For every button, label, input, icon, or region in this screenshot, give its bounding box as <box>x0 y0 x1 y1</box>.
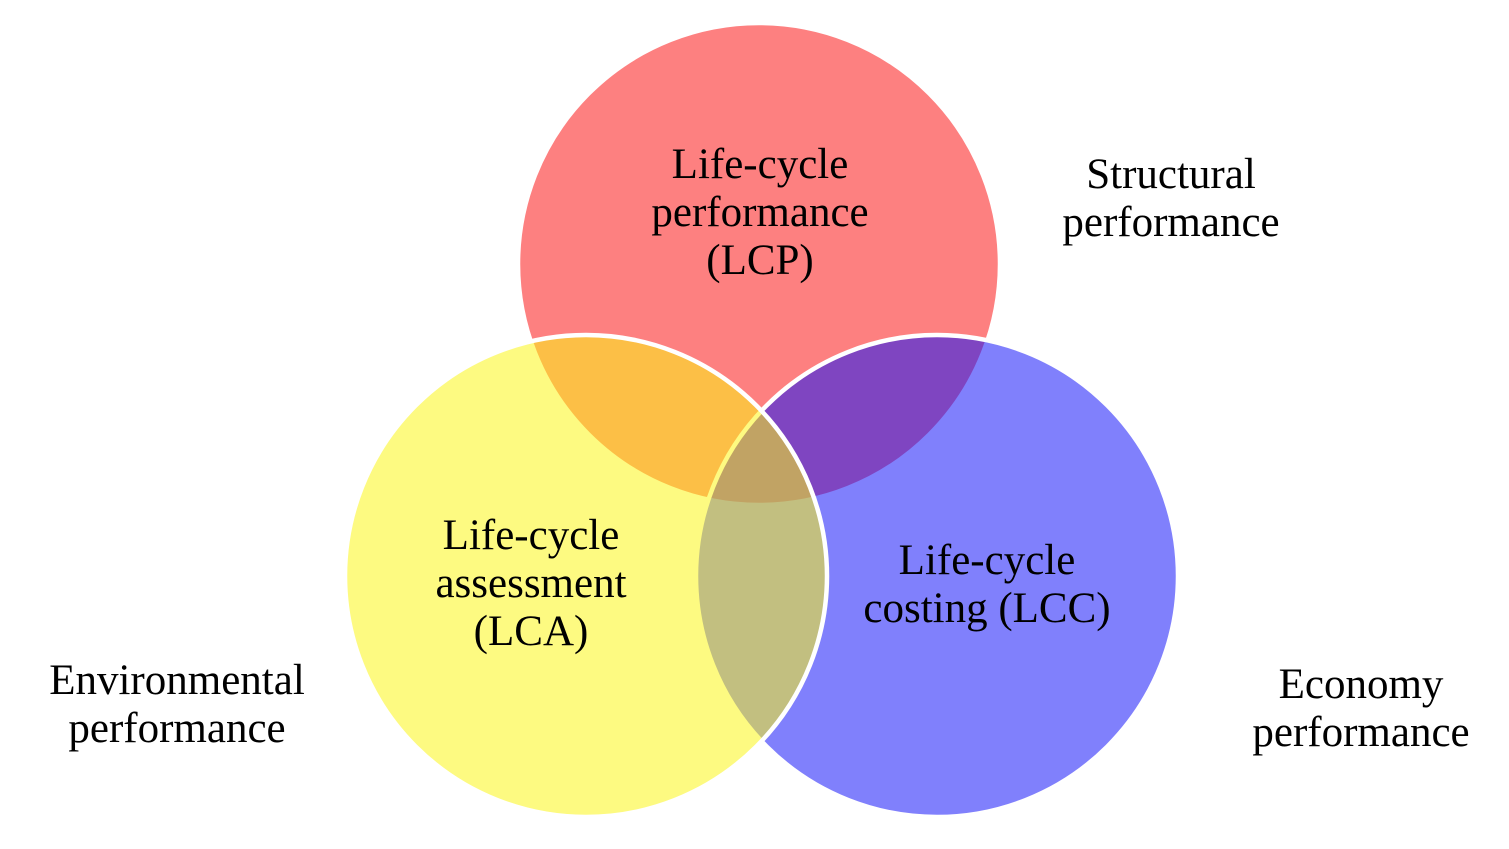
environmental-performance-label: Environmental performance <box>49 657 305 752</box>
lcc-label: Life-cycle costing (LCC) <box>863 537 1111 632</box>
structural-performance-label: Structural performance <box>1062 151 1280 246</box>
lca-circle <box>342 332 830 820</box>
lca-label: Life-cycle assessment (LCA) <box>435 512 627 655</box>
economy-performance-label: Economy performance <box>1252 661 1470 756</box>
lcp-label: Life-cycle performance (LCP) <box>651 141 869 284</box>
